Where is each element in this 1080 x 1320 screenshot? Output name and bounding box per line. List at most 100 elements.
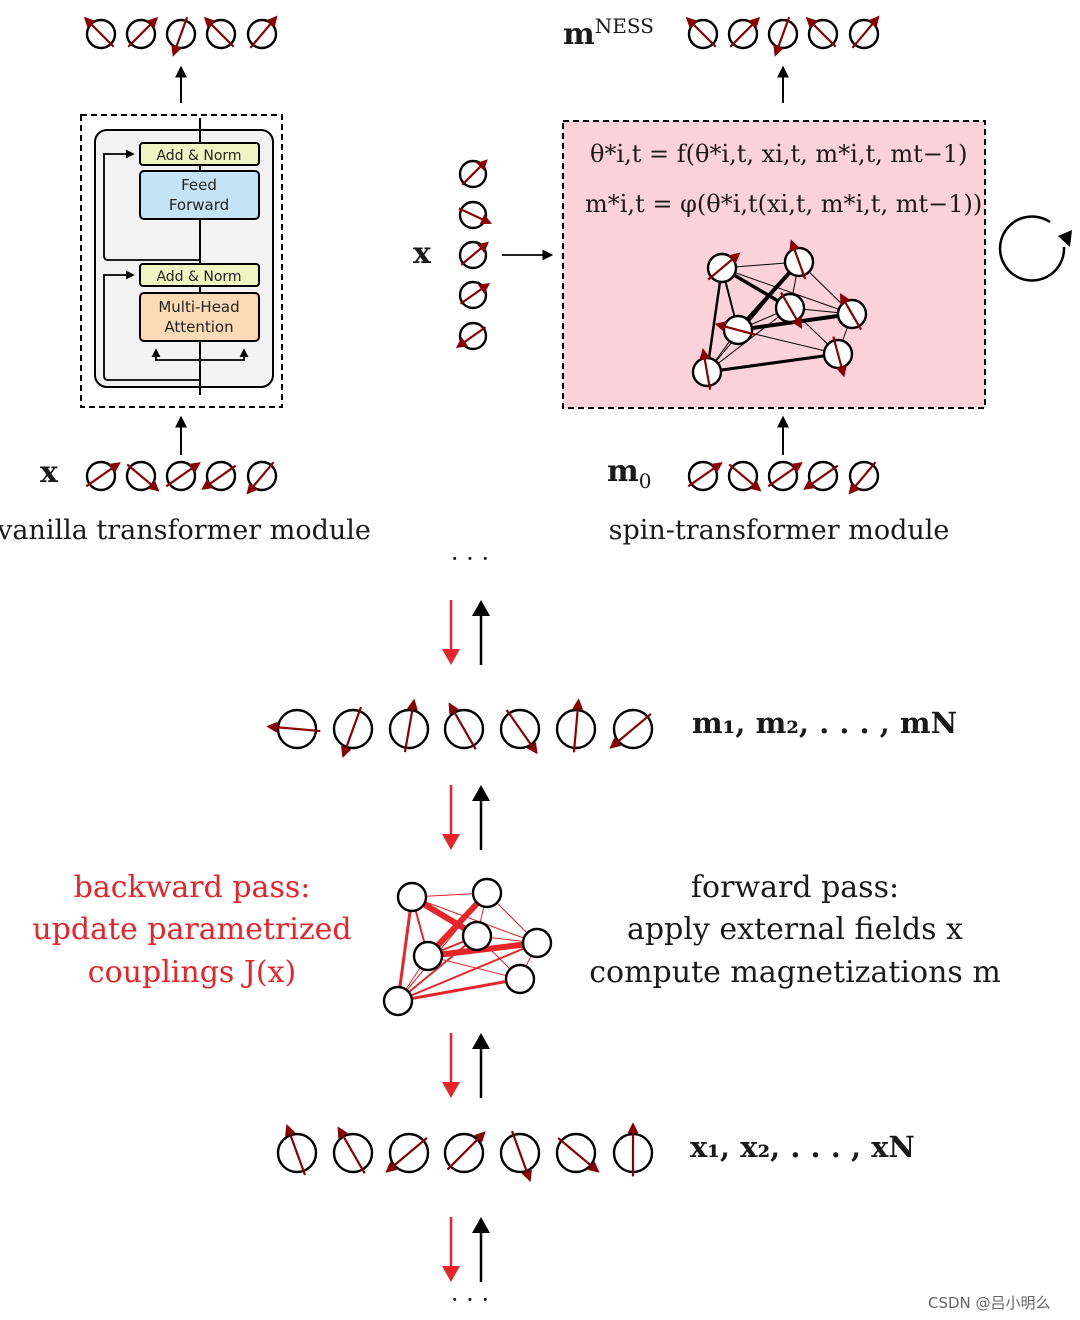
- spin-icon: [458, 240, 490, 270]
- forward-arrow-head: [472, 1217, 490, 1233]
- vanilla-dashed-box: [80, 114, 283, 408]
- spin-icon: [499, 1130, 541, 1182]
- spin-icon: [455, 321, 488, 351]
- spin-transformer-module: [502, 65, 1072, 455]
- spin-icon: [83, 16, 117, 50]
- spin-icon: [165, 16, 197, 57]
- spin-icon: [687, 460, 723, 492]
- spin-icon: [85, 460, 121, 492]
- input-field-spins: [276, 1122, 654, 1182]
- spin-icon: [727, 16, 761, 50]
- spin-icon: [458, 159, 488, 189]
- coupling-edge: [736, 260, 801, 332]
- coupling-edge: [397, 977, 521, 1003]
- spin-side-label: x: [413, 236, 431, 271]
- feed-forward-block: [139, 170, 260, 220]
- spin-icon: [685, 16, 719, 50]
- graph-spin-node: [836, 293, 868, 331]
- coupling-edge: [706, 352, 839, 374]
- coupling-graph: [382, 877, 553, 1017]
- spin-icon: [848, 460, 880, 495]
- coupling-edge: [721, 267, 853, 315]
- transformer-block-frame: [94, 129, 274, 388]
- pass-arrows-2: [442, 785, 490, 850]
- pass-arrows-4: [442, 1217, 490, 1282]
- spin-icon: [612, 1122, 654, 1177]
- backward-pass-line-2: update parametrized: [32, 912, 352, 947]
- spin-icon: [165, 460, 201, 492]
- spin-icon: [332, 1126, 374, 1174]
- spin-icon: [458, 280, 491, 310]
- spin-icon: [767, 16, 799, 57]
- spin-icon: [805, 16, 839, 50]
- spin-module-box: [562, 120, 986, 409]
- graph-node: [382, 985, 414, 1017]
- coupling-edge: [397, 892, 488, 1002]
- forward-arrow-head: [472, 1033, 490, 1049]
- spin-icon: [458, 200, 492, 230]
- feed-forward-label-2: Forward: [169, 196, 229, 214]
- backward-arrow-head: [442, 1266, 460, 1282]
- forward-arrow-head: [472, 600, 490, 616]
- spin-icon: [201, 460, 237, 492]
- forward-pass-title: forward pass:: [690, 870, 900, 905]
- magnetization-spins: [266, 698, 654, 758]
- backward-arrow-head: [442, 834, 460, 850]
- graph-node: [504, 963, 536, 995]
- spin-icon: [266, 708, 321, 750]
- spin-network-graph: [691, 239, 868, 390]
- coupling-edge: [706, 261, 800, 373]
- coupling-edge: [397, 935, 478, 1002]
- mha-label-2: Attention: [164, 318, 233, 336]
- add-norm-bottom-label: Add & Norm: [156, 269, 241, 285]
- spin-icon: [246, 460, 278, 495]
- update-equation-theta: θ*i,t = f(θ*i,t, xi,t, m*i,t, mt−1): [590, 140, 968, 168]
- spin-icon: [609, 708, 654, 750]
- graph-spin-node: [774, 291, 806, 329]
- graph-node: [521, 927, 553, 959]
- spin-output-spins: [685, 15, 880, 57]
- spin-icon: [385, 1132, 430, 1174]
- dots-bottom: · · ·: [450, 1286, 490, 1314]
- backward-pass-line-3: couplings J(x): [87, 955, 297, 990]
- spin-icon: [388, 698, 430, 753]
- spin-icon: [555, 1132, 600, 1174]
- coupling-edge: [397, 942, 538, 1002]
- graph-spin-node: [714, 314, 756, 346]
- spin-caption: spin-transformer module: [608, 515, 950, 546]
- spin-icon: [125, 16, 159, 50]
- recurrence-loop-icon: [998, 215, 1072, 282]
- dots-top: · · ·: [450, 545, 490, 573]
- vanilla-caption: vanilla transformer module: [0, 515, 371, 546]
- graph-spin-node: [706, 252, 741, 284]
- pass-arrows-1: [442, 600, 490, 665]
- mha-label-1: Multi-Head: [158, 298, 239, 316]
- add-norm-bottom-block: [139, 263, 260, 287]
- graph-spin-node: [783, 239, 815, 280]
- spin-icon: [767, 460, 803, 492]
- add-norm-top-block: [139, 142, 260, 166]
- vanilla-output-spins: [83, 15, 278, 57]
- coupling-edge: [396, 896, 414, 1002]
- watermark: CSDN @吕小明么: [928, 1294, 1051, 1312]
- spin-icon: [727, 460, 762, 492]
- graph-node: [461, 920, 493, 952]
- update-equation-m: m*i,t = φ(θ*i,t(xi,t, m*i,t, mt−1)): [585, 190, 983, 218]
- spin-output-label: mNESS: [563, 14, 654, 52]
- forward-pass-line-2: apply external fields x: [627, 912, 963, 947]
- graph-spin-node: [691, 348, 723, 390]
- forward-arrow-head: [472, 785, 490, 801]
- spin-icon: [246, 15, 278, 50]
- graph-node: [412, 940, 444, 972]
- spin-input-label: m0: [607, 454, 652, 493]
- vanilla-transformer-module: Add & Norm Feed Forward Add & Norm Multi…: [80, 65, 283, 455]
- spin-icon: [803, 460, 839, 492]
- graph-node: [471, 877, 503, 909]
- spin-icon: [203, 16, 237, 50]
- backward-pass-title: backward pass:: [73, 870, 311, 905]
- spin-icon: [276, 1124, 318, 1176]
- inputs-label: x₁, x₂, . . . , xN: [690, 1130, 915, 1164]
- magnetizations-label: m₁, m₂, . . . , mN: [692, 706, 958, 740]
- graph-node: [396, 881, 428, 913]
